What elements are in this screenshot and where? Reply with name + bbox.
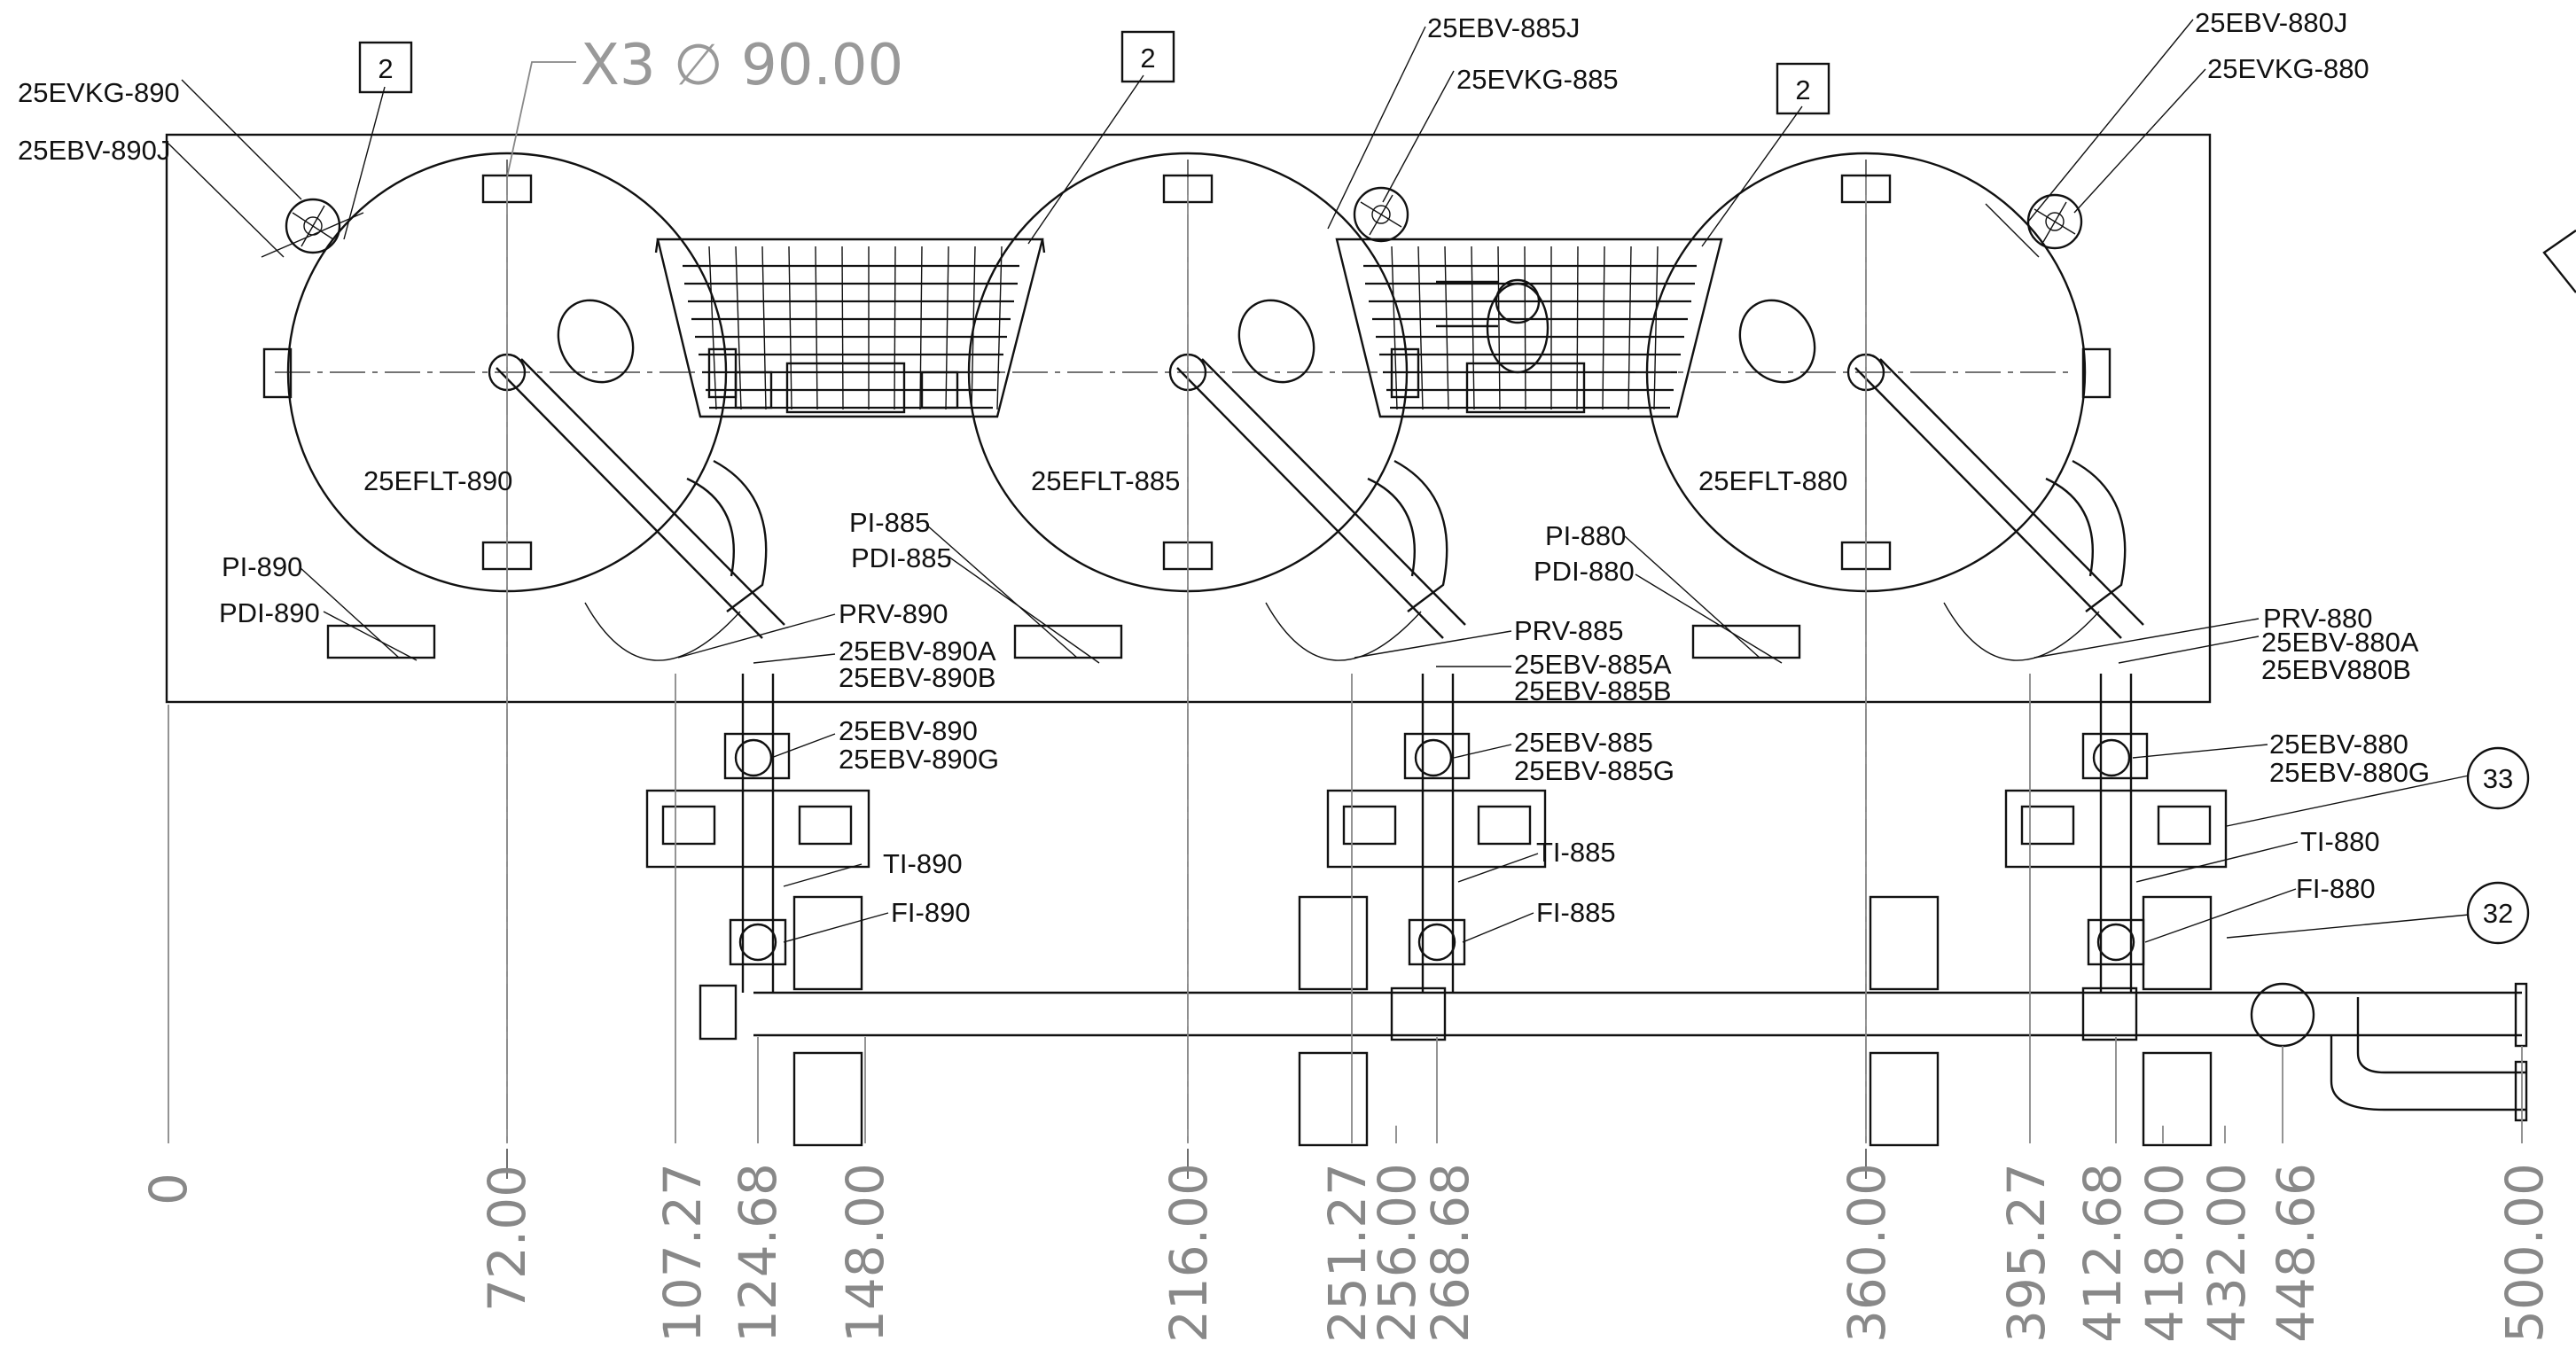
label-ebv-880b: 25EBV880B: [2261, 654, 2411, 685]
note-flag-3: 2: [1776, 62, 1831, 115]
dim-256-00: 256.00: [1367, 1163, 1427, 1343]
dim-432-00: 432.00: [2197, 1163, 2257, 1343]
label-ebv-890g: 25EBV-890G: [839, 744, 999, 775]
label-pi-890: PI-890: [222, 551, 302, 582]
label-ebv-880: 25EBV-880: [2269, 729, 2408, 760]
grating-panel-left: [654, 238, 1046, 418]
label-ebv-880g: 25EBV-880G: [2269, 757, 2430, 788]
dim-0: 0: [138, 1173, 199, 1205]
dim-251-27: 251.27: [1317, 1163, 1378, 1343]
dim-395-27: 395.27: [1996, 1163, 2057, 1343]
label-prv-890: PRV-890: [839, 598, 948, 629]
dim-412-68: 412.68: [2073, 1163, 2133, 1343]
tank-885: [957, 152, 1466, 1179]
label-fi-885: FI-885: [1536, 897, 1616, 928]
dim-360-00: 360.00: [1837, 1163, 1897, 1343]
item-balloon-33: 33: [2466, 746, 2530, 810]
label-ebv-885a: 25EBV-885A: [1514, 649, 1672, 680]
vent-valve-885: [1353, 186, 1409, 243]
label-ebv-880j: 25EBV-880J: [2195, 7, 2347, 38]
tank-890: [262, 152, 785, 1179]
label-ti-880: TI-880: [2300, 826, 2380, 857]
leader-lines: [168, 19, 2470, 943]
dimension-values: 0 72.00 107.27 124.68 148.00 216.00 251.…: [138, 1163, 2555, 1343]
label-ti-890: TI-890: [883, 848, 963, 879]
label-fi-890: FI-890: [891, 897, 971, 928]
label-evkg-880: 25EVKG-880: [2207, 53, 2369, 84]
dim-124-68: 124.68: [728, 1163, 788, 1343]
label-pdi-885: PDI-885: [851, 542, 952, 573]
svg-text:32: 32: [2483, 898, 2513, 929]
dim-148-00: 148.00: [835, 1163, 895, 1343]
label-evkg-890: 25EVKG-890: [18, 77, 180, 108]
label-pdi-880: PDI-880: [1534, 556, 1635, 587]
dim-500-00: 500.00: [2494, 1163, 2555, 1343]
svg-text:2: 2: [1795, 74, 1810, 105]
label-ebv-890b: 25EBV-890B: [839, 662, 996, 693]
label-ebv-885b: 25EBV-885B: [1514, 675, 1672, 706]
label-evkg-885: 25EVKG-885: [1456, 64, 1619, 95]
dim-107-27: 107.27: [652, 1163, 713, 1343]
hole-callout: X3 ∅ 90.00: [581, 33, 903, 98]
outlet-leg-885: [1298, 674, 1547, 1147]
label-ebv-890a: 25EBV-890A: [839, 636, 996, 667]
label-ebv-890j: 25EBV-890J: [18, 135, 170, 166]
tank-880: [1635, 152, 2144, 1179]
sheet-edge-mark: [2542, 230, 2576, 293]
vent-valve-890: [261, 198, 364, 258]
svg-text:33: 33: [2483, 763, 2513, 794]
tank-tag-890: 25EFLT-890: [363, 465, 512, 496]
outlet-leg-880: [1869, 674, 2228, 1147]
label-ebv-885j: 25EBV-885J: [1427, 12, 1580, 43]
svg-text:2: 2: [1140, 43, 1155, 74]
label-ebv-885g: 25EBV-885G: [1514, 755, 1674, 786]
discharge-header: [699, 982, 2528, 1122]
label-pi-880: PI-880: [1545, 520, 1626, 551]
dim-72-00: 72.00: [477, 1165, 537, 1312]
label-fi-880: FI-880: [2296, 873, 2376, 904]
tank-tag-885: 25EFLT-885: [1031, 465, 1180, 496]
note-flag-2: 2: [1120, 30, 1175, 83]
outlet-leg-890: [645, 674, 870, 1147]
label-prv-880: PRV-880: [2263, 603, 2373, 634]
label-pi-885: PI-885: [849, 507, 930, 538]
label-ebv-880a: 25EBV-880A: [2261, 627, 2419, 658]
item-balloon-32: 32: [2466, 881, 2530, 945]
tank-tag-880: 25EFLT-880: [1698, 465, 1847, 496]
dim-268-68: 268.68: [1420, 1163, 1480, 1343]
label-ebv-885: 25EBV-885: [1514, 727, 1653, 758]
note-flag-1: 2: [358, 41, 413, 94]
dimension-extension-lines: [168, 61, 2523, 1143]
label-pdi-890: PDI-890: [219, 597, 320, 628]
dim-216-00: 216.00: [1159, 1163, 1219, 1343]
dim-418-00: 418.00: [2135, 1163, 2195, 1343]
grating-panel-right: [1335, 238, 1723, 418]
svg-text:2: 2: [378, 53, 393, 84]
label-ebv-890: 25EBV-890: [839, 715, 978, 746]
label-prv-885: PRV-885: [1514, 615, 1624, 646]
dim-448-66: 448.66: [2266, 1163, 2326, 1343]
vent-valve-880: [1985, 193, 2083, 258]
label-ti-885: TI-885: [1536, 837, 1616, 868]
